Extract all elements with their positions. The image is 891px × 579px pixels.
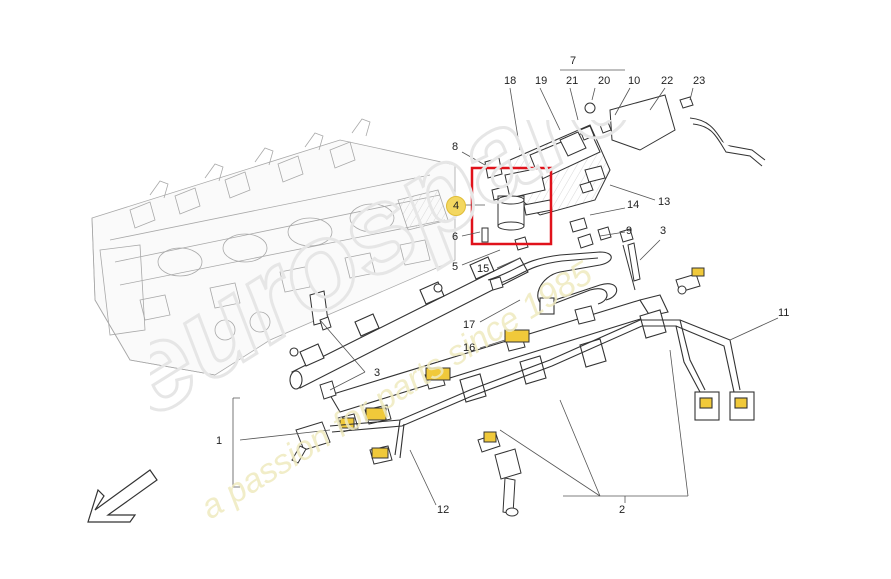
pressure-sensor [675, 267, 705, 295]
callout-14[interactable]: 14 [627, 199, 640, 211]
callout-4-highlighted[interactable]: 4 [446, 196, 466, 216]
callout-6[interactable]: 6 [452, 231, 459, 243]
callout-15[interactable]: 15 [477, 263, 490, 275]
callout-20[interactable]: 20 [598, 75, 611, 87]
callout-9[interactable]: 9 [626, 225, 633, 237]
callout-11[interactable]: 11 [778, 307, 790, 319]
callout-12[interactable]: 12 [437, 504, 450, 516]
injectors [291, 242, 641, 517]
lower-rail [329, 294, 669, 413]
callout-3b[interactable]: 3 [660, 225, 667, 237]
pump-assembly [509, 94, 766, 216]
leader-lines [232, 69, 779, 506]
injector-connectors [337, 305, 596, 465]
callout-13[interactable]: 13 [658, 196, 671, 208]
callout-23[interactable]: 23 [693, 75, 706, 87]
callout-21[interactable]: 21 [566, 75, 579, 87]
highlight-box [470, 166, 553, 246]
callout-16[interactable]: 16 [463, 342, 476, 354]
callout-3a[interactable]: 3 [374, 367, 381, 379]
callout-17[interactable]: 17 [463, 319, 476, 331]
callout-5[interactable]: 5 [452, 261, 459, 273]
cylinder-head [91, 118, 456, 376]
callout-22[interactable]: 22 [661, 75, 674, 87]
direction-arrow [87, 469, 158, 523]
callout-18[interactable]: 18 [504, 75, 517, 87]
callout-2[interactable]: 2 [619, 504, 626, 516]
callout-19[interactable]: 19 [535, 75, 548, 87]
wiring-harness [329, 319, 755, 459]
callout-10[interactable]: 10 [628, 75, 641, 87]
callout-7[interactable]: 7 [570, 55, 577, 67]
callout-8[interactable]: 8 [452, 141, 459, 153]
callout-1[interactable]: 1 [216, 435, 223, 447]
